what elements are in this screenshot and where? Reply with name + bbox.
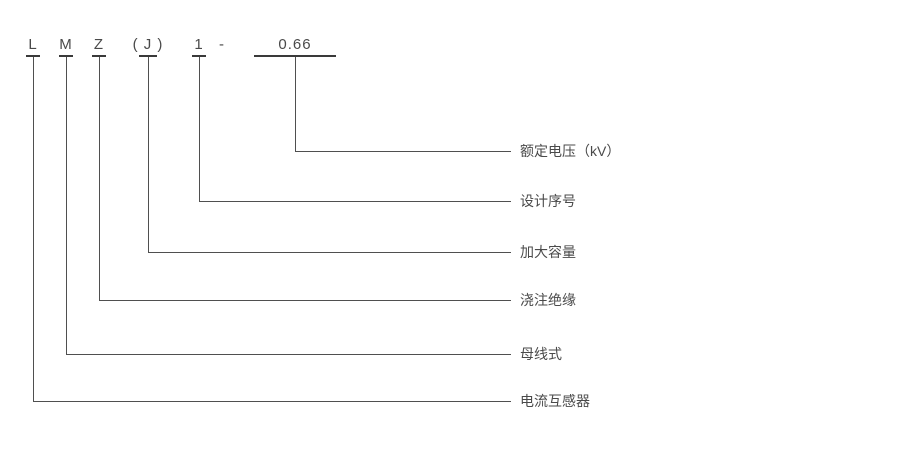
underline-L xyxy=(26,55,40,57)
label-busbar-type: 母线式 xyxy=(520,346,562,362)
hline-cast-insulation xyxy=(99,300,511,301)
vline-cast-insulation xyxy=(99,57,100,300)
hline-rated-voltage xyxy=(295,151,511,152)
label-increased-capacity: 加大容量 xyxy=(520,244,576,260)
code-hyphen: - xyxy=(219,36,225,53)
label-design-serial: 设计序号 xyxy=(520,193,576,209)
code-letter-L: L xyxy=(28,36,38,53)
code-letter-Z: Z xyxy=(93,36,105,53)
hline-current-transformer xyxy=(33,401,511,402)
vline-increased-capacity xyxy=(148,57,149,252)
code-letter-J: ( J ) xyxy=(132,36,164,53)
label-current-transformer: 电流互感器 xyxy=(520,393,590,409)
underline-voltage xyxy=(254,55,336,57)
label-cast-insulation: 浇注绝缘 xyxy=(520,292,576,308)
code-letter-M: M xyxy=(59,36,73,53)
underline-M xyxy=(59,55,73,57)
hline-busbar-type xyxy=(66,354,511,355)
underline-1 xyxy=(192,55,206,57)
label-rated-voltage: 额定电压（kV） xyxy=(520,143,621,159)
code-digit-1: 1 xyxy=(194,36,204,53)
code-voltage-value: 0.66 xyxy=(278,36,312,53)
vline-current-transformer xyxy=(33,57,34,401)
vline-busbar-type xyxy=(66,57,67,354)
hline-increased-capacity xyxy=(148,252,511,253)
hline-design-serial xyxy=(199,201,511,202)
underline-J xyxy=(139,55,157,57)
vline-design-serial xyxy=(199,57,200,201)
vline-rated-voltage xyxy=(295,57,296,151)
underline-Z xyxy=(92,55,106,57)
